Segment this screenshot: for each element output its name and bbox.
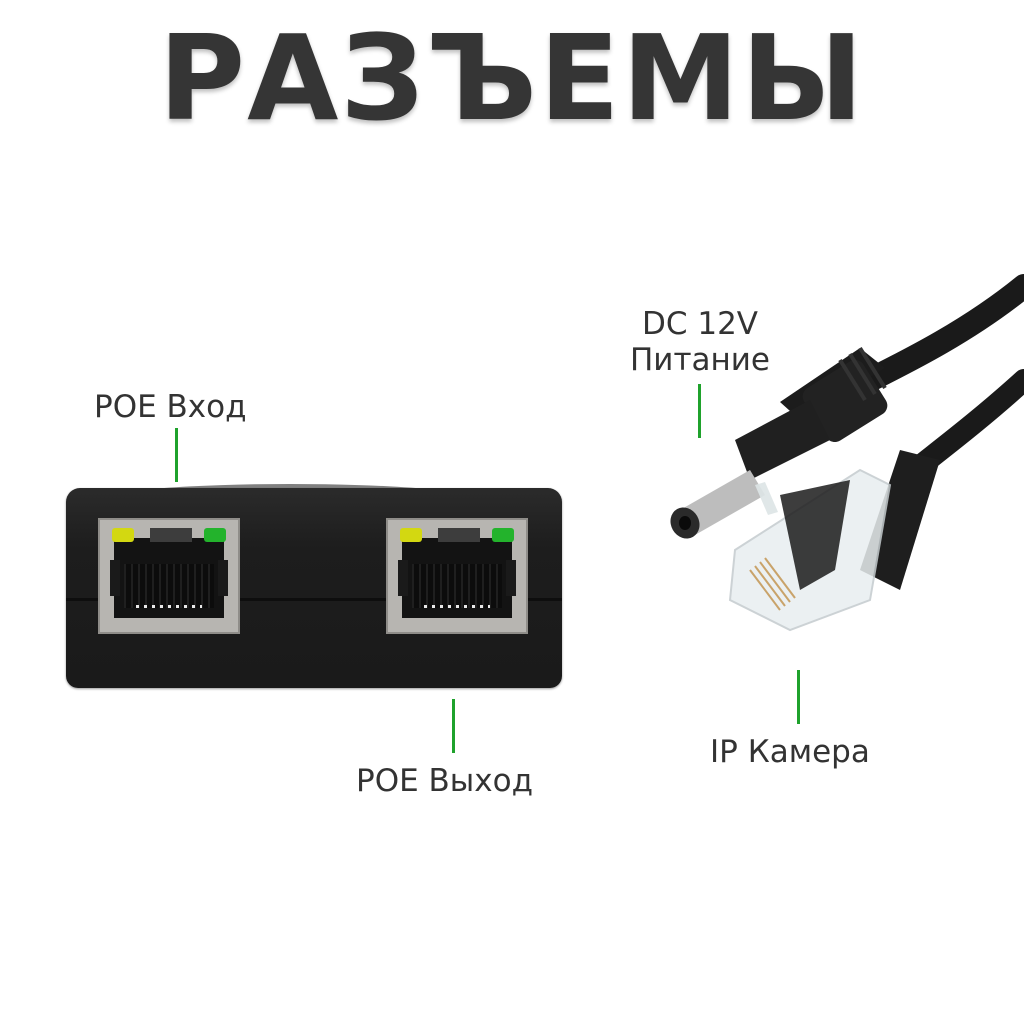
port-pins [136,605,202,608]
port-side [110,560,120,596]
leader-line-ip-camera [797,670,800,724]
port-contacts [124,564,214,608]
label-dc-power: DC 12V Питание [610,306,790,378]
poe-in-port [98,518,240,634]
port-latch-notch [438,528,480,542]
led-yellow-icon [400,528,422,542]
port-contacts [412,564,502,608]
rj45-plug-icon [728,450,940,632]
led-green-icon [204,528,226,542]
leader-line-poe-out [452,699,455,753]
dc-cable [858,274,1024,392]
label-dc-line1: DC 12V [641,306,759,342]
led-yellow-icon [112,528,134,542]
port-pins [424,605,490,608]
label-ip-camera: IP Камера [710,734,870,770]
label-dc-line2: Питание [630,342,770,378]
injector-seam [66,598,562,601]
dc-plug-icon [670,346,888,539]
label-poe-in: POE Вход [94,389,247,425]
label-poe-out: POE Выход [356,763,534,799]
leader-line-dc [698,384,701,438]
ethernet-cable [904,369,1024,481]
port-side [398,560,408,596]
cable-connectors-illustration [670,274,1024,632]
port-side [218,560,228,596]
led-green-icon [492,528,514,542]
poe-out-port [386,518,528,634]
port-side [506,560,516,596]
page-title: РАЗЪЕМЫ [158,9,866,147]
port-latch-notch [150,528,192,542]
leader-line-poe-in [175,428,178,482]
